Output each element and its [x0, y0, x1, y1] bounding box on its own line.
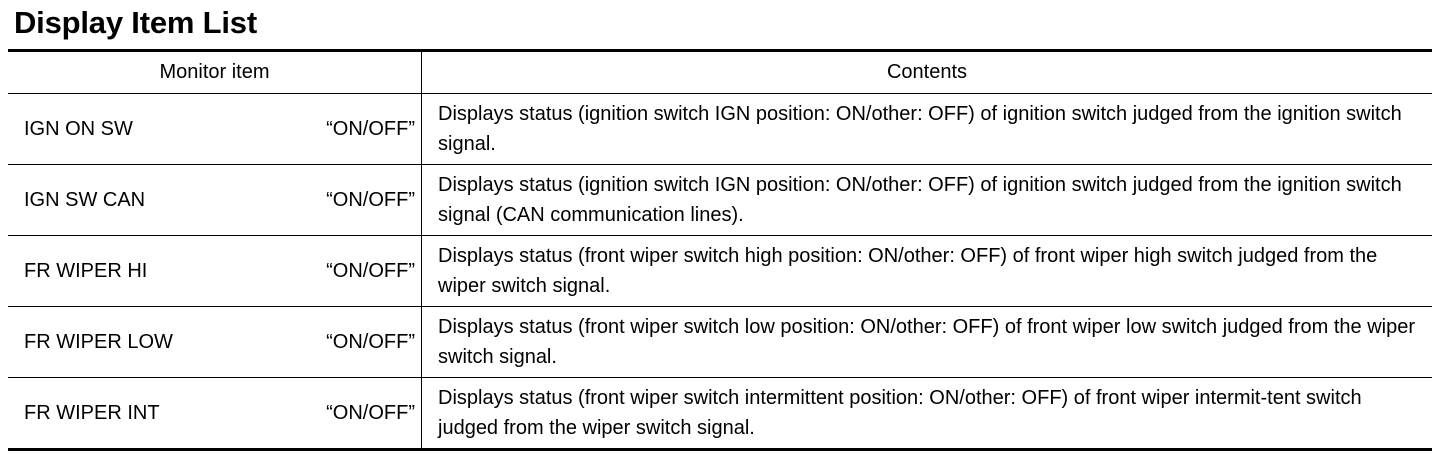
- table-row: IGN SW CAN “ON/OFF” Displays status (ign…: [8, 164, 1432, 236]
- monitor-item-cell: IGN ON SW “ON/OFF”: [8, 93, 422, 165]
- header-monitor-item: Monitor item: [8, 50, 422, 94]
- monitor-item-name: FR WIPER LOW: [24, 330, 173, 353]
- display-item-table: Monitor item Contents IGN ON SW “ON/OFF”…: [8, 49, 1432, 451]
- contents-cell: Displays status (front wiper switch low …: [421, 306, 1432, 378]
- page-title: Display Item List: [14, 5, 257, 40]
- monitor-item-cell: FR WIPER INT “ON/OFF”: [8, 377, 422, 450]
- monitor-item-value: “ON/OFF”: [326, 188, 415, 211]
- table-row: FR WIPER INT “ON/OFF” Displays status (f…: [8, 377, 1432, 450]
- monitor-item-name: FR WIPER HI: [24, 259, 148, 282]
- monitor-item-name: IGN ON SW: [24, 117, 133, 140]
- contents-cell: Displays status (ignition switch IGN pos…: [421, 164, 1432, 236]
- monitor-item-name: FR WIPER INT: [24, 401, 160, 424]
- monitor-item-value: “ON/OFF”: [326, 401, 415, 424]
- monitor-item-name: IGN SW CAN: [24, 188, 146, 211]
- contents-cell: Displays status (front wiper switch high…: [421, 235, 1432, 307]
- monitor-item-value: “ON/OFF”: [326, 330, 415, 353]
- table-row: IGN ON SW “ON/OFF” Displays status (igni…: [8, 93, 1432, 165]
- table-header-row: Monitor item Contents: [8, 50, 1432, 94]
- contents-cell: Displays status (ignition switch IGN pos…: [421, 93, 1432, 165]
- monitor-item-cell: FR WIPER LOW “ON/OFF”: [8, 306, 422, 378]
- monitor-item-cell: FR WIPER HI “ON/OFF”: [8, 235, 422, 307]
- monitor-item-cell: IGN SW CAN “ON/OFF”: [8, 164, 422, 236]
- monitor-item-value: “ON/OFF”: [326, 259, 415, 282]
- monitor-item-value: “ON/OFF”: [326, 117, 415, 140]
- contents-cell: Displays status (front wiper switch inte…: [438, 387, 1362, 439]
- table-row: FR WIPER LOW “ON/OFF” Displays status (f…: [8, 306, 1432, 378]
- header-contents: Contents: [421, 50, 1432, 94]
- table-row: FR WIPER HI “ON/OFF” Displays status (fr…: [8, 235, 1432, 307]
